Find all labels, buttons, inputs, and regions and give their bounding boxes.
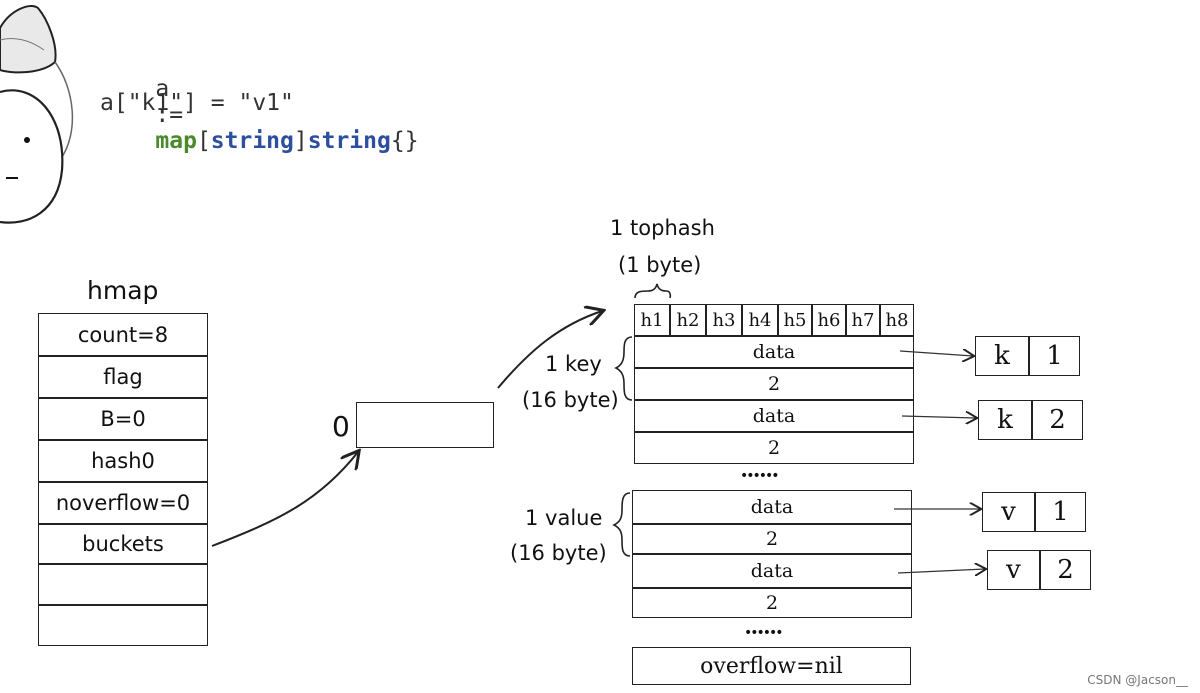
value-row-2: 2: [632, 524, 912, 554]
mascot-illustration: [0, 5, 74, 224]
tophash-cell-5: h5: [778, 304, 812, 336]
code-line-2: a["k1"] = "v1": [100, 90, 294, 116]
hmap-field-noverflow: noverflow=0: [38, 482, 208, 524]
arrow-buckets-to-slot: [211, 452, 358, 547]
code-bracket-open: [: [196, 128, 211, 154]
bucket-index-label: 0: [332, 410, 350, 443]
key-row-3: data: [634, 400, 914, 432]
code-braces: {}: [390, 128, 419, 154]
tophash-cell-3: h3: [706, 304, 742, 336]
code-key-type: string: [210, 128, 294, 154]
hmap-field-empty-1: [38, 564, 208, 605]
target-k2-letter: k: [978, 400, 1032, 440]
tophash-cell-6: h6: [812, 304, 846, 336]
key-row-4: 2: [634, 432, 914, 464]
value-label: 1 value: [525, 506, 603, 530]
key-row-1: data: [634, 336, 914, 368]
hmap-field-count: count=8: [38, 313, 208, 356]
hmap-field-b: B=0: [38, 398, 208, 440]
target-v2-letter: v: [987, 550, 1040, 590]
brace-tophash: [634, 283, 672, 299]
target-v1-number: 1: [1035, 492, 1086, 532]
tophash-cell-8: h8: [880, 304, 914, 336]
code-bracket-close: ]: [293, 128, 308, 154]
target-k2-number: 2: [1032, 400, 1083, 440]
target-v1-letter: v: [982, 492, 1035, 532]
code-line-1: a := map[string]string{}: [100, 50, 419, 180]
ellipsis-keys: ••••••: [740, 468, 780, 484]
value-row-4: 2: [632, 588, 912, 618]
hmap-field-empty-2: [38, 605, 208, 646]
hmap-field-buckets: buckets: [38, 524, 208, 564]
watermark: CSDN @Jacson__: [1087, 673, 1188, 687]
target-v2-number: 2: [1040, 550, 1091, 590]
target-k1-letter: k: [975, 336, 1029, 376]
hmap-field-hash0: hash0: [38, 440, 208, 482]
code-var: a: [155, 76, 170, 102]
tophash-cell-4: h4: [742, 304, 778, 336]
key-row-2: 2: [634, 368, 914, 400]
arrow-slot-to-bmap: [497, 311, 602, 389]
target-k1-number: 1: [1029, 336, 1080, 376]
key-size-label: (16 byte): [522, 388, 619, 412]
value-row-1: data: [632, 490, 912, 524]
value-size-label: (16 byte): [510, 541, 607, 565]
hmap-field-flag: flag: [38, 356, 208, 398]
tophash-cell-1: h1: [634, 304, 670, 336]
ellipsis-values: ••••••: [744, 625, 784, 641]
tophash-label: 1 tophash: [610, 216, 715, 240]
bucket-slot-0: [356, 402, 494, 448]
code-assign-op: :=: [155, 102, 184, 128]
tophash-cell-2: h2: [670, 304, 706, 336]
tophash-cell-7: h7: [846, 304, 880, 336]
code-value-type: string: [307, 128, 391, 154]
overflow-field: overflow=nil: [632, 647, 911, 685]
brace-value: [612, 492, 631, 557]
hmap-title: hmap: [87, 276, 159, 305]
value-row-3: data: [632, 554, 912, 588]
code-map-keyword: map: [155, 128, 197, 154]
key-label: 1 key: [545, 352, 602, 376]
tophash-size-label: (1 byte): [618, 253, 702, 277]
